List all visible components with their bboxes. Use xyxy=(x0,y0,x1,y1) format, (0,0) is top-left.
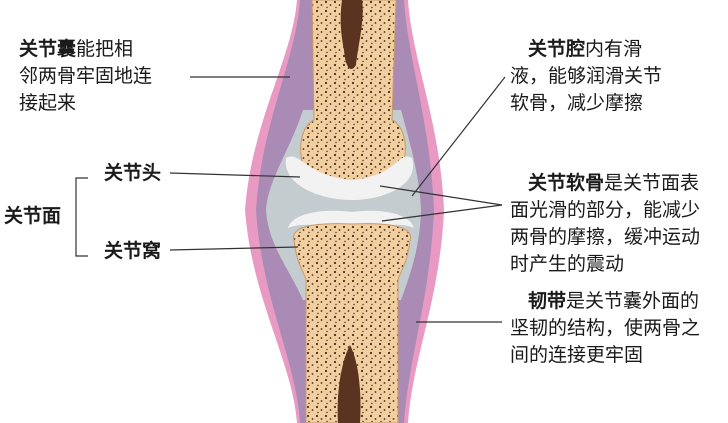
surface-label: 关节面 xyxy=(4,203,61,230)
cartilage-desc-3: 两骨的摩擦，缓冲运动 xyxy=(510,224,700,251)
cartilage-desc-4: 时产生的震动 xyxy=(510,251,700,278)
socket-term: 关节窝 xyxy=(104,240,161,262)
cavity-desc-1: 内有滑 xyxy=(585,38,642,60)
capsule-desc-1: 能把相 xyxy=(76,38,133,60)
surface-bracket xyxy=(76,178,88,256)
capsule-label: 关节囊能把相 邻两骨牢固地连 接起来 xyxy=(19,36,152,117)
capsule-desc-2: 邻两骨牢固地连 xyxy=(19,63,152,90)
head-term: 关节头 xyxy=(104,162,161,184)
cavity-desc-2: 液，能够润滑关节 xyxy=(510,63,662,90)
cartilage-term: 关节软骨 xyxy=(528,172,604,194)
socket-label: 关节窝 xyxy=(104,238,161,265)
cartilage-desc-2: 面光滑的部分，能减少 xyxy=(510,197,700,224)
ligament-desc-2: 坚韧的结构，使两骨之 xyxy=(510,315,700,342)
ligament-desc-3: 间的连接更牢固 xyxy=(510,342,700,369)
head-label: 关节头 xyxy=(104,160,161,187)
capsule-desc-3: 接起来 xyxy=(19,90,152,117)
capsule-term: 关节囊 xyxy=(19,38,76,60)
ligament-term: 韧带 xyxy=(528,290,566,312)
ligament-desc-1: 是关节囊外面的 xyxy=(566,290,699,312)
cartilage-desc-1: 是关节面表 xyxy=(604,172,699,194)
cavity-desc-3: 软骨，减少摩擦 xyxy=(510,90,662,117)
surface-term: 关节面 xyxy=(4,205,61,227)
cavity-term: 关节腔 xyxy=(528,38,585,60)
cartilage-label: 关节软骨是关节面表 面光滑的部分，能减少 两骨的摩擦，缓冲运动 时产生的震动 xyxy=(510,170,700,278)
ligament-label: 韧带是关节囊外面的 坚韧的结构，使两骨之 间的连接更牢固 xyxy=(510,288,700,369)
cavity-label: 关节腔内有滑 液，能够润滑关节 软骨，减少摩擦 xyxy=(510,36,662,117)
